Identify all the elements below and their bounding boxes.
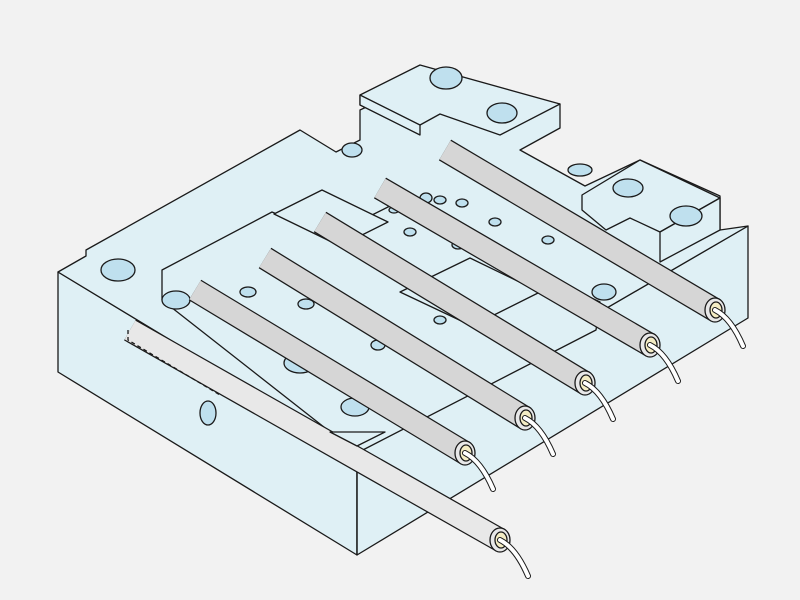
cartridge-heater xyxy=(258,247,556,457)
heater-wire xyxy=(498,538,530,578)
heater-body xyxy=(439,140,721,320)
bolt-hole xyxy=(591,283,617,301)
corner-notch xyxy=(329,431,386,447)
bolt-hole xyxy=(433,195,447,205)
bolt-hole xyxy=(567,163,593,177)
clamp-block-top xyxy=(359,64,561,136)
clamp-side-face xyxy=(359,94,421,136)
heater-body xyxy=(124,320,506,550)
hidden-bore-line xyxy=(127,330,221,396)
cartridge-heaters xyxy=(124,139,746,579)
cartridge-heater xyxy=(188,279,496,492)
side-hole xyxy=(199,400,217,426)
bolt-hole xyxy=(541,235,555,245)
heater-body xyxy=(189,280,471,463)
heater-wire xyxy=(713,308,745,348)
cartridge-heater xyxy=(313,211,616,422)
bolt-hole xyxy=(486,102,518,124)
heater-body xyxy=(259,248,531,428)
heater-body xyxy=(374,178,656,355)
bolt-hole xyxy=(403,227,417,237)
bolt-hole xyxy=(612,178,644,198)
bolt-hole xyxy=(239,286,257,298)
bolt-hole xyxy=(100,258,136,282)
bolt-hole xyxy=(161,290,191,310)
clamp-right-side xyxy=(659,197,721,263)
heater-wire xyxy=(523,416,555,456)
heater-wire xyxy=(648,343,680,383)
bolt-hole xyxy=(669,205,703,227)
bolt-hole xyxy=(433,315,447,325)
bolt-hole xyxy=(455,198,469,208)
heater-body xyxy=(314,212,591,393)
clamp-block-right xyxy=(581,159,721,263)
heater-wire xyxy=(583,381,615,421)
bolt-hole xyxy=(297,298,315,310)
heater-wire xyxy=(463,451,495,491)
cartridge-heater xyxy=(124,319,531,579)
bolt-hole xyxy=(429,66,463,90)
cartridge-heater xyxy=(373,177,681,384)
bolt-hole xyxy=(341,142,363,158)
cartridge-heater xyxy=(438,139,746,349)
bolt-hole xyxy=(488,217,502,227)
